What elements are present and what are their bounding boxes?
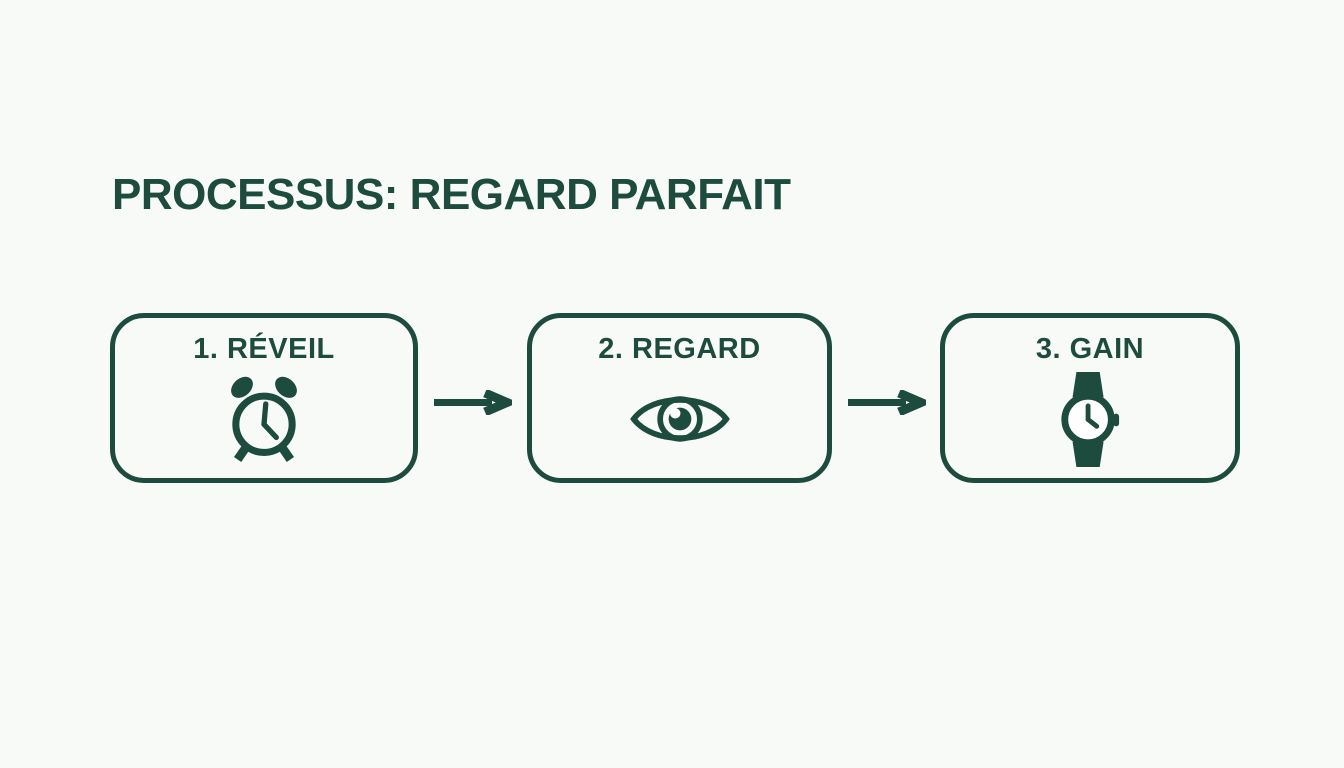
step-box-gain: 3. GAIN [940,313,1240,483]
step-label: 1. RÉVEIL [193,333,335,365]
step-icon-wrap [532,366,827,478]
alarm-clock-icon [220,372,308,466]
arrow-right-icon [432,388,519,417]
step-label: 3. GAIN [1035,333,1145,365]
step-box-reveil: 1. RÉVEIL [110,313,418,483]
eye-icon [628,389,732,449]
step-icon-wrap [115,366,413,478]
step-box-regard: 2. REGARD [527,313,832,483]
step-label: 2. REGARD [598,333,761,365]
wristwatch-icon [1057,371,1123,468]
step-icon-wrap [945,366,1235,478]
page-title: PROCESSUS: REGARD PARFAIT [112,170,791,219]
arrow-right-icon [846,388,933,417]
